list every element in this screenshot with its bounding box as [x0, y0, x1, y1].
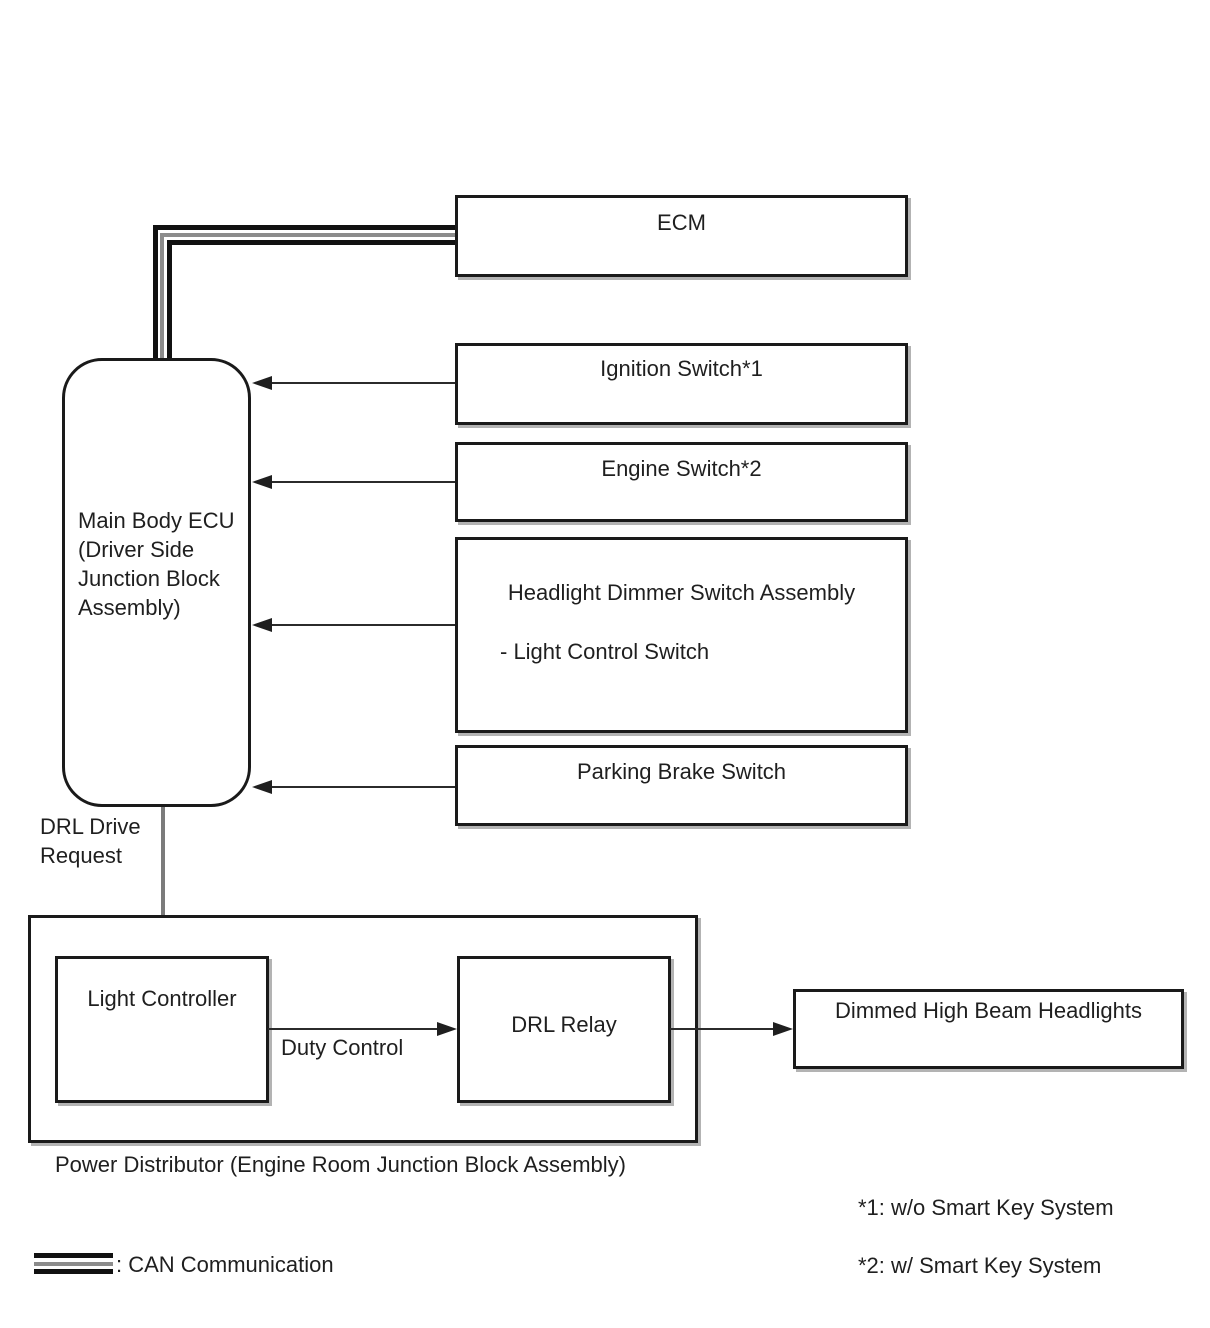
- legend-can-symbol-top: [34, 1253, 113, 1258]
- arrowhead-parking-brake-to-main-body-ecu: [252, 780, 272, 794]
- light-control-switch-label: - Light Control Switch: [500, 639, 710, 664]
- dimmed-high-beam-headlights-box: Dimmed High Beam Headlights: [793, 989, 1184, 1069]
- can-line-horizontal-outer-bottom: [167, 240, 455, 245]
- main-body-ecu-label: Main Body ECU (Driver Side Junction Bloc…: [78, 508, 235, 620]
- arrow-line-engine-to-main-body-ecu: [270, 481, 455, 483]
- drl-relay-box: DRL Relay: [457, 956, 671, 1103]
- legend-can-communication-label: : CAN Communication: [116, 1252, 334, 1277]
- dimmed-high-beam-headlights-label: Dimmed High Beam Headlights: [835, 998, 1142, 1023]
- ecm-box: ECM: [455, 195, 908, 277]
- engine-switch-box: Engine Switch*2: [455, 442, 908, 522]
- footnote-1: *1: w/o Smart Key System: [858, 1195, 1114, 1220]
- footnote-2: *2: w/ Smart Key System: [858, 1253, 1102, 1278]
- can-line-horizontal-middle: [160, 233, 455, 237]
- parking-brake-switch-box: Parking Brake Switch: [455, 745, 908, 826]
- light-controller-label: Light Controller: [87, 986, 237, 1011]
- can-line-vertical-outer-right: [167, 240, 172, 358]
- light-controller-box: Light Controller: [55, 956, 269, 1103]
- arrowhead-ignition-to-main-body-ecu: [252, 376, 272, 390]
- arrowhead-dimmer-to-main-body-ecu: [252, 618, 272, 632]
- parking-brake-switch-label: Parking Brake Switch: [576, 759, 787, 784]
- drl-drive-request-label: DRL Drive Request: [40, 814, 141, 868]
- headlight-dimmer-switch-assembly-label: Headlight Dimmer Switch Assembly: [507, 580, 856, 605]
- duty-control-arrowhead: [437, 1022, 457, 1036]
- relay-output-arrowhead: [773, 1022, 793, 1036]
- can-line-horizontal-outer-top: [153, 225, 455, 230]
- legend-can-symbol-middle: [34, 1262, 113, 1266]
- drl-relay-label: DRL Relay: [511, 1012, 617, 1037]
- drl-drive-request-line: [161, 807, 165, 937]
- ignition-switch-label: Ignition Switch*1: [600, 356, 763, 381]
- relay-output-line: [670, 1028, 775, 1030]
- duty-control-label: Duty Control: [281, 1035, 404, 1060]
- ignition-switch-box: Ignition Switch*1: [455, 343, 908, 425]
- can-line-vertical-outer-left: [153, 225, 158, 358]
- legend-can-symbol-bottom: [34, 1269, 113, 1274]
- ecm-label: ECM: [657, 210, 706, 235]
- power-distributor-label: Power Distributor (Engine Room Junction …: [55, 1152, 627, 1177]
- main-body-ecu-box: Main Body ECU (Driver Side Junction Bloc…: [62, 358, 251, 807]
- can-line-vertical-middle: [160, 233, 164, 358]
- engine-switch-label: Engine Switch*2: [601, 456, 762, 481]
- arrow-line-parking-brake-to-main-body-ecu: [270, 786, 455, 788]
- duty-control-line: [268, 1028, 440, 1030]
- arrowhead-engine-to-main-body-ecu: [252, 475, 272, 489]
- arrow-line-dimmer-to-main-body-ecu: [270, 624, 455, 626]
- arrow-line-ignition-to-main-body-ecu: [270, 382, 455, 384]
- headlight-dimmer-switch-assembly-box: Headlight Dimmer Switch Assembly - Light…: [455, 537, 908, 733]
